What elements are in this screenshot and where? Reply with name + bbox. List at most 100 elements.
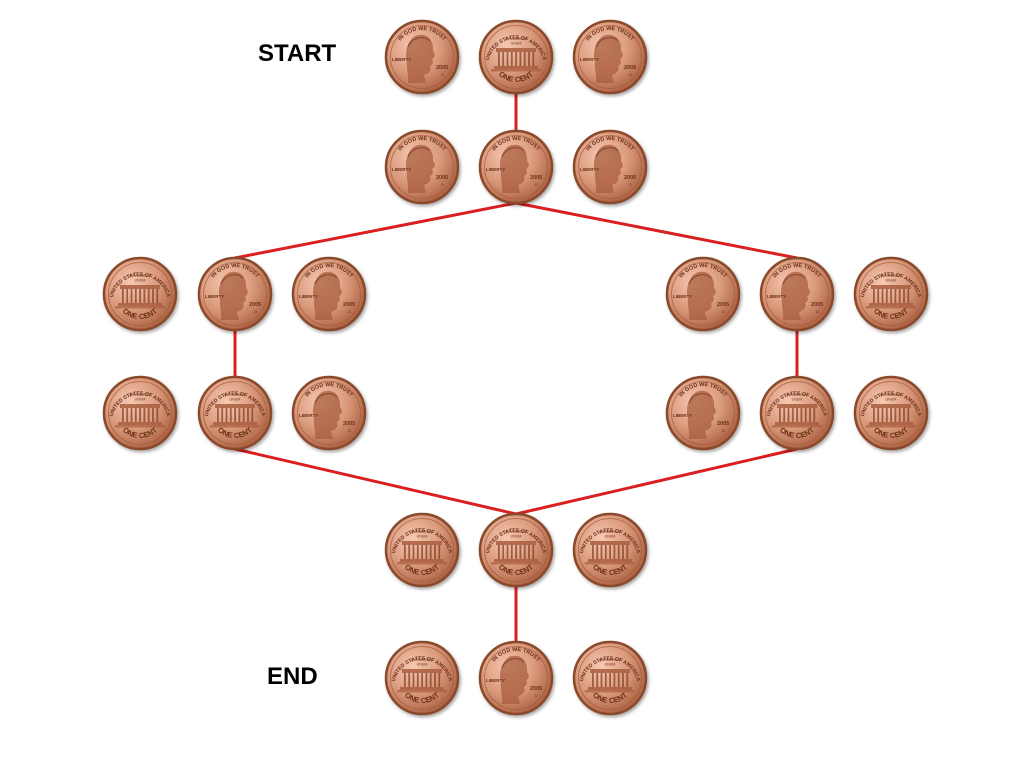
motto-text: E·PLURIBUS <box>505 37 527 41</box>
year-text: 2005 <box>717 302 729 308</box>
mint-mark: D <box>816 309 819 314</box>
lincoln-profile-icon <box>687 390 716 439</box>
mint-mark: D <box>441 72 444 77</box>
lincoln-profile-icon <box>313 390 342 439</box>
liberty-text: LIBERTY <box>486 167 505 172</box>
lincoln-memorial-icon <box>397 541 447 565</box>
path-line-row-2-to-row-3-right <box>514 201 799 260</box>
row-4-left: UNITED STATES OF AMERICAE·PLURIBUSUNUMON… <box>102 375 367 451</box>
coin-inscription: ONE CENT <box>778 425 816 440</box>
lincoln-memorial-icon <box>491 541 541 565</box>
year-text: 2005 <box>343 421 355 427</box>
penny-tails-icon: UNITED STATES OF AMERICAE·PLURIBUSUNUMON… <box>102 256 178 332</box>
penny-tails-icon: UNITED STATES OF AMERICAE·PLURIBUSUNUMON… <box>384 640 460 716</box>
coin-inscription: ONE CENT <box>121 425 159 440</box>
coin-inscription: ONE CENT <box>591 562 629 577</box>
penny-tails-icon: UNITED STATES OF AMERICAE·PLURIBUSUNUMON… <box>384 512 460 588</box>
lincoln-profile-icon <box>781 271 810 320</box>
liberty-text: LIBERTY <box>205 294 224 299</box>
liberty-text: LIBERTY <box>299 413 318 418</box>
coin-inscription: ONE CENT <box>872 425 910 440</box>
motto-text: E·PLURIBUS <box>505 530 527 534</box>
unum-text: UNUM <box>417 663 428 667</box>
lincoln-profile-icon <box>406 144 435 193</box>
penny-tails-icon: UNITED STATES OF AMERICAE·PLURIBUSUNUMON… <box>102 375 178 451</box>
path-line-row-2-to-row-3-left <box>233 201 518 260</box>
path-line-row-4-right-to-row-5 <box>514 447 799 516</box>
lincoln-memorial-icon <box>115 285 165 309</box>
coin-inscription: ONE CENT <box>403 690 441 705</box>
mint-mark: D <box>535 693 538 698</box>
motto-text: E·PLURIBUS <box>599 530 621 534</box>
row-5: UNITED STATES OF AMERICAE·PLURIBUSUNUMON… <box>384 512 648 588</box>
unum-text: UNUM <box>886 279 897 283</box>
unum-text: UNUM <box>792 398 803 402</box>
year-text: 2005 <box>343 302 355 308</box>
motto-text: E·PLURIBUS <box>129 393 151 397</box>
mint-mark: D <box>254 309 257 314</box>
year-text: 2005 <box>530 686 542 692</box>
liberty-text: LIBERTY <box>299 294 318 299</box>
lincoln-memorial-icon <box>772 404 822 428</box>
coin-inscription: ONE CENT <box>497 562 535 577</box>
penny-tails-icon: UNITED STATES OF AMERICAE·PLURIBUSUNUMON… <box>853 256 929 332</box>
year-text: 2005 <box>717 421 729 427</box>
mint-mark: D <box>535 182 538 187</box>
mint-mark: D <box>441 182 444 187</box>
unum-text: UNUM <box>511 42 522 46</box>
lincoln-memorial-icon <box>866 404 916 428</box>
lincoln-memorial-icon <box>866 285 916 309</box>
penny-tails-icon: UNITED STATES OF AMERICAE·PLURIBUSUNUMON… <box>478 19 554 95</box>
penny-tails-icon: UNITED STATES OF AMERICAE·PLURIBUSUNUMON… <box>572 512 648 588</box>
liberty-text: LIBERTY <box>486 678 505 683</box>
lincoln-profile-icon <box>500 144 529 193</box>
lincoln-profile-icon <box>406 34 435 84</box>
year-text: 2005 <box>249 302 261 308</box>
lincoln-profile-icon <box>594 144 623 193</box>
mint-mark: D <box>722 309 725 314</box>
motto-text: E·PLURIBUS <box>411 658 433 662</box>
end-label: END <box>267 663 318 690</box>
motto-text: E·PLURIBUS <box>411 530 433 534</box>
liberty-text: LIBERTY <box>673 413 692 418</box>
path-line-row-4-left-to-row-5 <box>233 447 518 516</box>
penny-tails-icon: UNITED STATES OF AMERICAE·PLURIBUSUNUMON… <box>478 512 554 588</box>
year-text: 2005 <box>530 175 542 181</box>
path-connectors <box>233 91 799 644</box>
liberty-text: LIBERTY <box>392 167 411 172</box>
lincoln-profile-icon <box>313 271 342 320</box>
unum-text: UNUM <box>605 663 616 667</box>
unum-text: UNUM <box>511 535 522 539</box>
start-label: START <box>258 40 337 67</box>
year-text: 2005 <box>624 65 636 71</box>
coin-inscription: ONE CENT <box>872 306 910 321</box>
penny-tails-icon: UNITED STATES OF AMERICAE·PLURIBUSUNUMON… <box>759 375 835 451</box>
liberty-text: LIBERTY <box>673 294 692 299</box>
year-text: 2005 <box>436 175 448 181</box>
mint-mark: D <box>629 72 632 77</box>
liberty-text: LIBERTY <box>392 57 411 62</box>
mint-mark: D <box>348 428 351 433</box>
liberty-text: LIBERTY <box>580 57 599 62</box>
mint-mark: D <box>348 309 351 314</box>
mint-mark: D <box>629 182 632 187</box>
penny-tails-icon: UNITED STATES OF AMERICAE·PLURIBUSUNUMON… <box>197 375 273 451</box>
lincoln-profile-icon <box>687 271 716 320</box>
liberty-text: LIBERTY <box>580 167 599 172</box>
